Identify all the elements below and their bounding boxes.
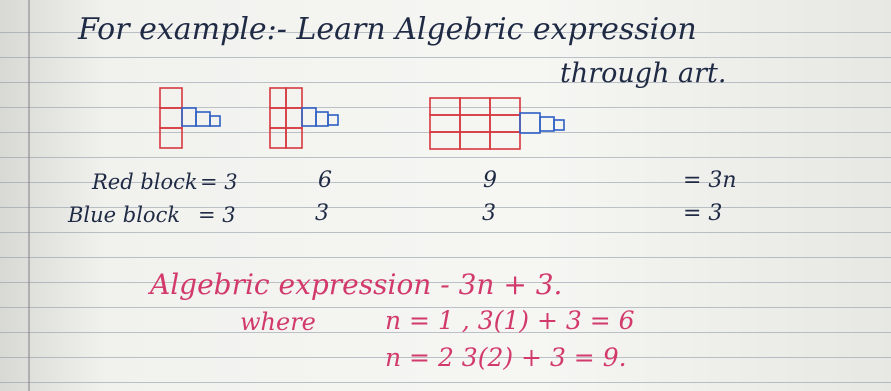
red-value-n1: = 3 <box>200 170 238 194</box>
where-label: where <box>240 308 316 336</box>
blue-value-n2: 3 <box>315 201 329 226</box>
red-value-n3: 9 <box>483 168 497 193</box>
margin-line <box>28 0 30 391</box>
pattern-n3 <box>429 97 565 150</box>
pattern-n1 <box>159 87 221 149</box>
expression-line: Algebric expression - 3n + 3. <box>150 268 563 301</box>
blue-block-label: Blue block <box>68 203 181 227</box>
case-n1: n = 1 , 3(1) + 3 = 6 <box>385 306 635 335</box>
pattern-n2 <box>269 87 339 149</box>
red-block-label: Red block <box>92 170 198 194</box>
red-value-general: = 3n <box>683 168 737 193</box>
blue-value-n3: 3 <box>482 201 496 226</box>
red-value-n2: 6 <box>318 168 332 193</box>
heading-line2: through art. <box>560 58 727 89</box>
heading-line1: For example:- Learn Algebric expression <box>78 12 697 47</box>
case-n2: n = 2 3(2) + 3 = 9. <box>385 343 627 372</box>
blue-value-general: = 3 <box>683 201 723 226</box>
blue-value-n1: = 3 <box>198 203 236 227</box>
